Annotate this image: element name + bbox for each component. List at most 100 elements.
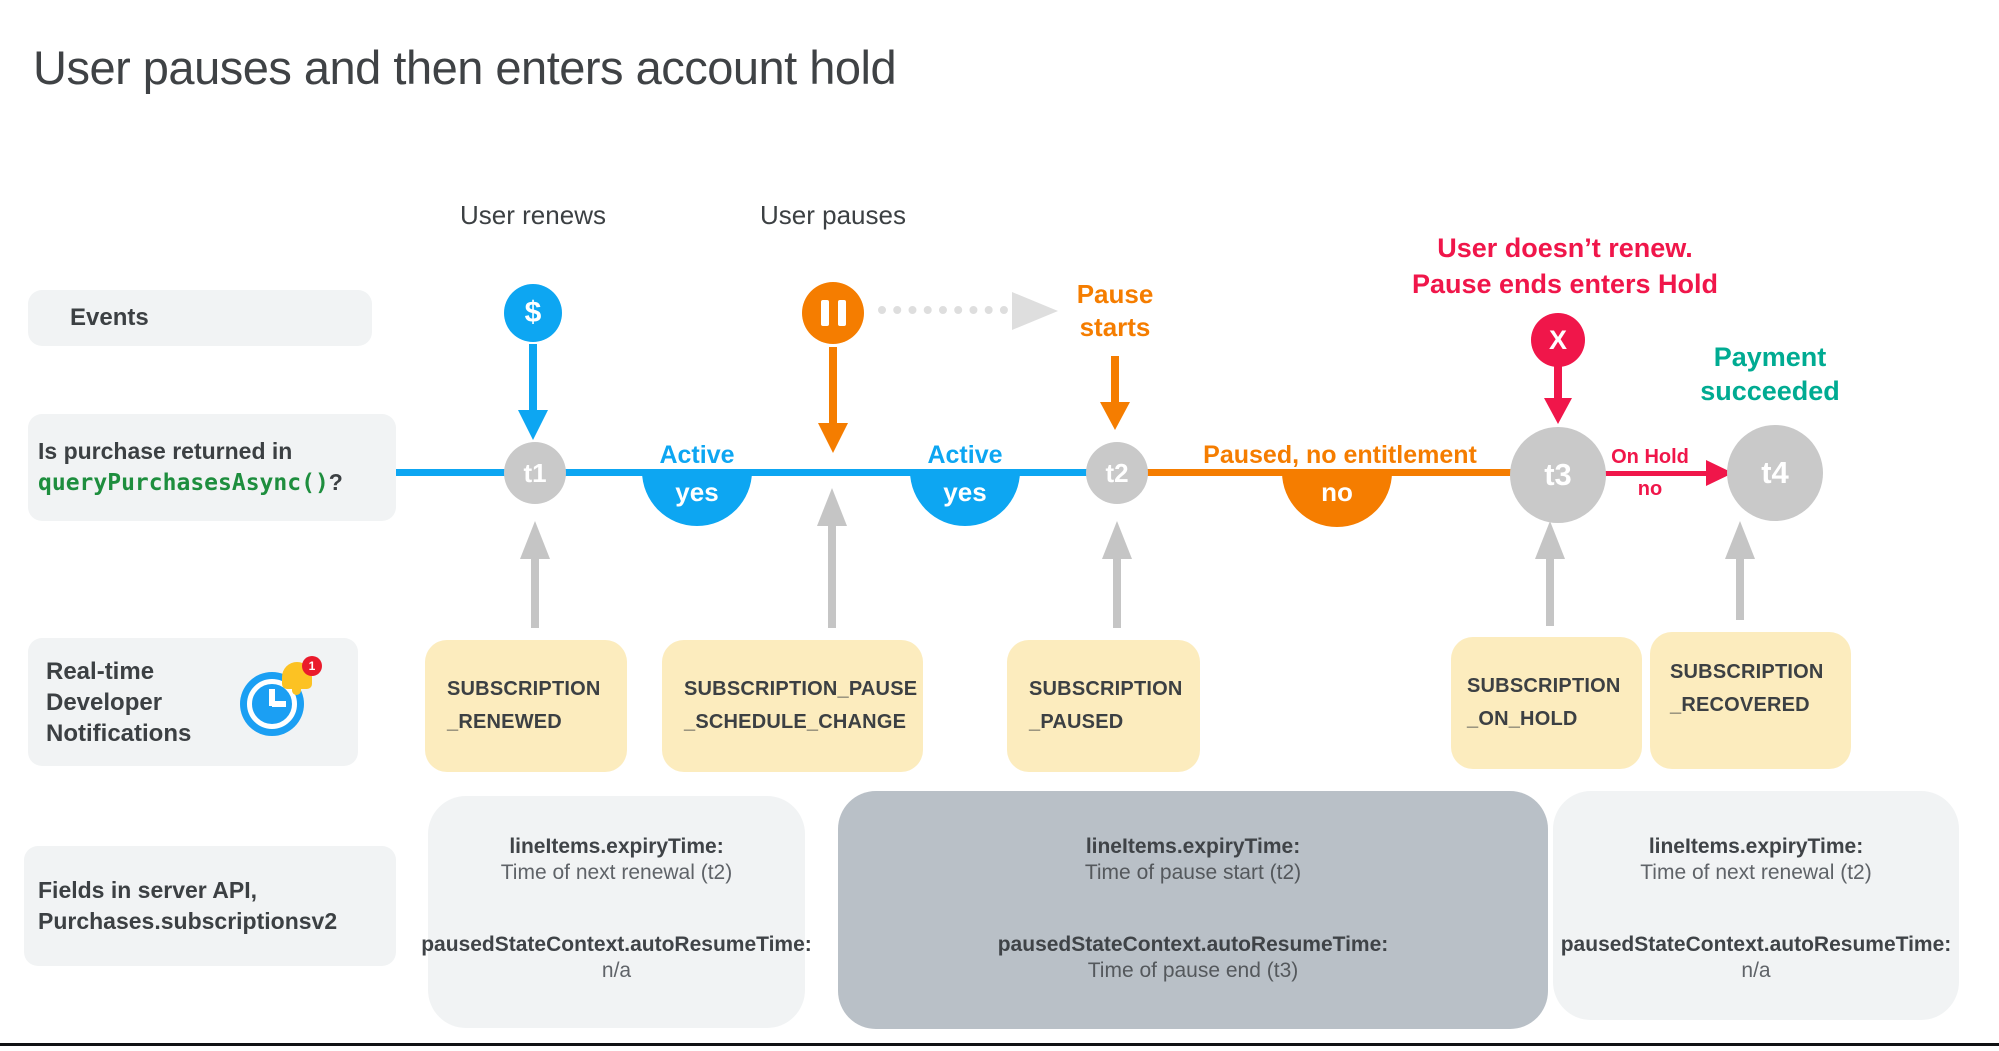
timeline-segment-active bbox=[396, 469, 1118, 476]
active-yes-bump-1: yes bbox=[642, 471, 752, 526]
rtdn-box-psc-line2: _SCHEDULE_CHANGE bbox=[684, 711, 907, 733]
pause-icon bbox=[802, 282, 864, 344]
hold-x-icon: X bbox=[1531, 313, 1585, 367]
pause-delay-dotted-line bbox=[878, 306, 1008, 314]
event-user-pauses-label: User pauses bbox=[760, 200, 906, 230]
fields-box1-value1: Time of next renewal (t2) bbox=[500, 861, 733, 884]
rtdn-up-arrow-shaft-4 bbox=[1546, 557, 1554, 626]
active-yes-answer-2: yes bbox=[943, 477, 987, 507]
active-yes-bump-2: yes bbox=[910, 471, 1020, 526]
rtdn-box-paused-line2: _PAUSED bbox=[1029, 711, 1124, 733]
rtdn-clock-bell-icon: 1 bbox=[240, 656, 330, 748]
timeline-node-t2: t2 bbox=[1086, 442, 1148, 504]
rtdn-up-arrow-shaft-5 bbox=[1736, 557, 1744, 620]
events-row-label: Events bbox=[70, 304, 149, 331]
segment-answer-onhold: no bbox=[1637, 478, 1663, 500]
hold-arrow-shaft bbox=[1554, 366, 1562, 402]
fields-box-paused: lineItems.expiryTime: Time of pause star… bbox=[838, 791, 1548, 1029]
rtdn-box-paused: SUBSCRIPTION _PAUSED bbox=[1007, 640, 1200, 772]
pause-starts-arrow-head-icon bbox=[1100, 402, 1130, 430]
segment-label-active-1: Active bbox=[659, 441, 735, 469]
pause-bar-left bbox=[820, 300, 829, 326]
renew-arrow-shaft bbox=[529, 344, 537, 412]
event-user-renews-label: User renews bbox=[460, 200, 606, 230]
active-yes-answer-1: yes bbox=[675, 477, 719, 507]
rtdn-box-renewed: SUBSCRIPTION _RENEWED bbox=[425, 640, 627, 772]
x-symbol: X bbox=[1548, 324, 1567, 355]
rtdn-box-pause-schedule-change: SUBSCRIPTION_PAUSE _SCHEDULE_CHANGE bbox=[662, 640, 923, 772]
segment-label-paused: Paused, no entitlement bbox=[1203, 441, 1477, 469]
timeline-segment-paused bbox=[1118, 469, 1559, 476]
clock-hand-minute bbox=[269, 689, 275, 706]
rtdn-box-psc-line1: SUBSCRIPTION_PAUSE bbox=[684, 678, 918, 700]
event-no-renew-label: User doesn’t renew. Pause ends enters Ho… bbox=[1412, 230, 1718, 302]
timeline-node-t1: t1 bbox=[504, 442, 566, 504]
fields-box2-field1: lineItems.expiryTime: bbox=[1085, 835, 1301, 858]
purchase-code-text: queryPurchasesAsync() bbox=[38, 470, 329, 496]
timeline-segment-onhold bbox=[1604, 471, 1708, 476]
fields-box3-field2: pausedStateContext.autoResumeTime: bbox=[1560, 933, 1952, 956]
pause-arrow-shaft bbox=[829, 347, 837, 425]
timeline-node-t4: t4 bbox=[1727, 425, 1823, 521]
fields-box2-value1: Time of pause start (t2) bbox=[1084, 861, 1302, 884]
fields-row-text: Fields in server API, Purchases.subscrip… bbox=[24, 875, 337, 937]
bell-clapper bbox=[292, 689, 301, 695]
rtdn-box-on-hold: SUBSCRIPTION _ON_HOLD bbox=[1451, 637, 1642, 769]
rtdn-up-arrow-shaft-1 bbox=[531, 557, 539, 628]
events-row-pill: Events bbox=[28, 290, 372, 346]
rtdn-box-recovered: SUBSCRIPTION _RECOVERED bbox=[1650, 632, 1851, 769]
dollar-symbol: $ bbox=[524, 296, 542, 329]
no-renew-line2: Pause ends enters Hold bbox=[1411, 269, 1719, 299]
fields-box-renewed: lineItems.expiryTime: Time of next renew… bbox=[421, 796, 812, 1028]
purchase-question-line1: Is purchase returned in bbox=[38, 438, 293, 464]
fields-box1-value2: n/a bbox=[601, 959, 632, 982]
segment-label-active-2: Active bbox=[927, 441, 1003, 469]
rtdn-row-pill: Real-time Developer Notifications 1 bbox=[28, 638, 358, 766]
timeline-node-t3: t3 bbox=[1510, 427, 1606, 523]
rtdn-up-arrow-head-5 bbox=[1725, 521, 1755, 559]
rtdn-up-arrow-head-2 bbox=[817, 488, 847, 526]
fields-row-pill: Fields in server API, Purchases.subscrip… bbox=[24, 846, 396, 966]
page-title: User pauses and then enters account hold bbox=[33, 41, 897, 94]
purchase-question-pill: Is purchase returned in queryPurchasesAs… bbox=[28, 414, 396, 521]
paused-no-answer: no bbox=[1321, 477, 1353, 507]
rtdn-up-arrow-shaft-3 bbox=[1113, 557, 1121, 628]
segment-label-onhold: On Hold bbox=[1611, 446, 1689, 468]
notification-badge: 1 bbox=[302, 656, 322, 676]
hold-arrow-head-icon bbox=[1544, 398, 1572, 424]
fields-box1-field2: pausedStateContext.autoResumeTime: bbox=[421, 933, 812, 956]
fields-box3-value2: n/a bbox=[1741, 959, 1771, 982]
rtdn-row-label: Real-time Developer Notifications bbox=[46, 657, 192, 747]
event-payment-succeeded-label: Payment succeeded bbox=[1700, 342, 1840, 406]
fields-row-line2: Purchases.subscriptionsv2 bbox=[38, 908, 338, 934]
fields-box2-value2: Time of pause end (t3) bbox=[1087, 959, 1299, 982]
pause-delay-arrow-head-icon bbox=[1012, 292, 1058, 330]
rtdn-up-arrow-shaft-2 bbox=[828, 524, 836, 628]
pause-arrow-head-icon bbox=[818, 423, 848, 453]
purchase-question-suffix: ? bbox=[328, 469, 343, 495]
fields-row-line1: Fields in server API, bbox=[38, 877, 258, 903]
rtdn-up-arrow-head-1 bbox=[520, 521, 550, 559]
fields-box3-value1: Time of next renewal (t2) bbox=[1640, 861, 1872, 884]
rtdn-up-arrow-head-4 bbox=[1535, 521, 1565, 559]
rtdn-box-recovered-line1: SUBSCRIPTION bbox=[1670, 660, 1824, 683]
paused-no-bump: no bbox=[1282, 471, 1392, 527]
pause-starts-arrow-shaft bbox=[1111, 356, 1119, 404]
fields-box3-field1: lineItems.expiryTime: bbox=[1648, 835, 1864, 858]
clock-hand-hour bbox=[272, 701, 286, 707]
bottom-divider bbox=[0, 1043, 1999, 1046]
renew-arrow-head-icon bbox=[518, 410, 548, 440]
rtdn-box-renewed-line2: _RENEWED bbox=[447, 711, 562, 733]
purchase-question-text: Is purchase returned in queryPurchasesAs… bbox=[28, 436, 343, 499]
rtdn-up-arrow-head-3 bbox=[1102, 521, 1132, 559]
rtdn-box-renewed-line1: SUBSCRIPTION bbox=[447, 678, 601, 700]
rtdn-box-onhold-line1: SUBSCRIPTION bbox=[1467, 675, 1621, 697]
rtdn-box-onhold-line2: _ON_HOLD bbox=[1467, 708, 1578, 730]
purchase-question-line2: queryPurchasesAsync()? bbox=[38, 467, 343, 499]
pause-bar-right bbox=[837, 300, 846, 326]
event-pause-starts-label: Pause starts bbox=[1076, 279, 1154, 342]
clock-ring bbox=[247, 679, 297, 729]
fields-box1-field1: lineItems.expiryTime: bbox=[509, 835, 724, 858]
no-renew-line1: User doesn’t renew. bbox=[1437, 233, 1693, 263]
